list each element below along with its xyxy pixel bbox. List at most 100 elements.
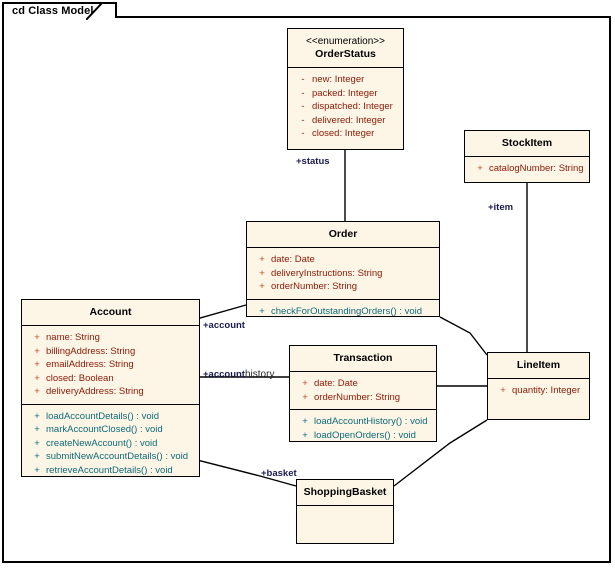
attribute-row: + deliveryAddress: String (24, 385, 197, 399)
class-box-order-status[interactable]: <<enumeration>> OrderStatus - new: Integ… (287, 28, 404, 150)
operation-text: markAccountClosed() : void (46, 424, 163, 435)
attribute-row: - delivered: Integer (290, 114, 401, 128)
attribute-text: deliveryInstructions: String (271, 267, 383, 279)
operation-text: loadOpenOrders() : void (314, 429, 416, 441)
class-header-order: Order (247, 222, 439, 247)
visibility-marker: + (34, 464, 40, 476)
relationship-label-account: +account (203, 320, 245, 331)
operation-text: submitNewAccountDetails() : void (46, 451, 189, 462)
attribute-text: name: String (46, 332, 100, 343)
visibility-marker: + (259, 267, 265, 279)
class-header-account: Account (22, 300, 199, 325)
class-attributes-line-item: + quantity: Integer (488, 378, 589, 403)
attribute-text: new: Integer (312, 74, 365, 85)
class-box-transaction[interactable]: Transaction + date: Date + orderNumber: … (289, 345, 437, 442)
attribute-text: closed: Integer (312, 128, 375, 139)
visibility-marker: + (302, 378, 308, 389)
attribute-text: quantity: Integer (512, 385, 581, 396)
class-operations-account: + loadAccountDetails() : void + markAcco… (22, 403, 199, 483)
relationship-label-text: +status (296, 156, 330, 167)
relationship-label-account-history: +accounthistory (203, 369, 274, 380)
attribute-text: emailAddress: String (46, 359, 134, 370)
operation-row: + loadOpenOrders() : void (292, 429, 434, 443)
class-operations-transaction: + loadAccountHistory() : void + loadOpen… (290, 409, 436, 447)
attribute-text: packed: Integer (312, 87, 378, 99)
attribute-row: + closed: Boolean (24, 372, 197, 386)
attribute-text: orderNumber: String (271, 281, 358, 292)
frame-tab-slant-icon (86, 2, 104, 20)
class-title: LineItem (516, 359, 561, 371)
relationship-label-text: +basket (261, 468, 297, 479)
relationship-label-text: +item (488, 202, 514, 213)
visibility-marker: + (259, 254, 265, 265)
relationship-label-text: +account (203, 320, 245, 331)
class-operations-order: + checkForOutstandingOrders() : void (247, 298, 439, 324)
visibility-marker: + (34, 451, 40, 462)
attribute-row: - packed: Integer (290, 87, 401, 101)
operation-text: createNewAccount() : void (46, 437, 158, 449)
relationship-label-item: +item (488, 202, 513, 213)
visibility-marker: + (34, 359, 40, 370)
visibility-marker: - (301, 87, 305, 99)
attribute-row: + date: Date (249, 253, 437, 267)
class-title: OrderStatus (315, 48, 376, 60)
class-stereotype: <<enumeration>> (306, 36, 385, 47)
visibility-marker: + (500, 385, 506, 396)
visibility-marker: + (34, 332, 40, 343)
class-attributes-transaction: + date: Date + orderNumber: String (290, 371, 436, 409)
relationship-label-status: +status (296, 156, 330, 167)
operation-text: checkForOutstandingOrders() : void (271, 305, 423, 317)
relationship-label-suffix: history (244, 369, 275, 380)
visibility-marker: + (302, 429, 308, 441)
visibility-marker: - (301, 74, 305, 85)
operation-text: loadAccountHistory() : void (314, 416, 428, 427)
visibility-marker: + (34, 345, 40, 357)
operation-row: + createNewAccount() : void (24, 437, 197, 451)
visibility-marker: + (34, 437, 40, 449)
visibility-marker: - (301, 128, 305, 139)
attribute-text: date: Date (271, 254, 315, 265)
class-box-order[interactable]: Order + date: Date + deliveryInstruction… (246, 221, 440, 317)
attribute-row: + catalogNumber: String (467, 162, 587, 176)
class-attributes-shopping-basket (297, 505, 393, 556)
class-box-line-item[interactable]: LineItem + quantity: Integer (487, 352, 590, 420)
visibility-marker: + (34, 386, 40, 397)
class-header-shopping-basket: ShoppingBasket (297, 480, 393, 505)
relationship-label-text: +account (203, 369, 245, 380)
visibility-marker: + (259, 281, 265, 292)
class-title: ShoppingBasket (303, 486, 387, 498)
operation-row: + markAccountClosed() : void (24, 423, 197, 437)
class-box-stock-item[interactable]: StockItem + catalogNumber: String (464, 130, 590, 183)
visibility-marker: + (34, 424, 40, 435)
class-box-account[interactable]: Account + name: String + billingAddress:… (21, 299, 200, 477)
operation-row: + submitNewAccountDetails() : void (24, 450, 197, 464)
class-title: Account (89, 306, 132, 318)
attribute-text: delivered: Integer (312, 114, 386, 126)
class-header-line-item: LineItem (488, 353, 589, 378)
class-title: StockItem (501, 137, 553, 149)
connector-order-lineitem (439, 316, 488, 356)
attribute-text: orderNumber: String (314, 391, 401, 403)
attribute-row: - closed: Integer (290, 127, 401, 141)
visibility-marker: - (301, 114, 305, 126)
relationship-label-basket: +basket (261, 468, 297, 479)
attribute-row: + date: Date (292, 377, 434, 391)
visibility-marker: + (259, 305, 265, 317)
visibility-marker: + (477, 163, 483, 174)
class-attributes-account: + name: String + billingAddress: String … (22, 325, 199, 404)
diagram-frame-tab: cd Class Model (2, 2, 118, 18)
attribute-text: dispatched: Integer (312, 101, 393, 112)
class-title: Transaction (333, 352, 393, 364)
attribute-row: + quantity: Integer (490, 384, 587, 398)
visibility-marker: + (302, 391, 308, 403)
operation-row: + loadAccountHistory() : void (292, 415, 434, 429)
class-header-transaction: Transaction (290, 346, 436, 371)
connector-basket-lineitem (393, 419, 488, 487)
class-box-shopping-basket[interactable]: ShoppingBasket (296, 479, 394, 544)
attribute-row: + name: String (24, 331, 197, 345)
class-attributes-order-status: - new: Integer - packed: Integer - dispa… (288, 67, 403, 146)
attribute-row: - dispatched: Integer (290, 100, 401, 114)
attribute-text: catalogNumber: String (489, 163, 584, 174)
class-attributes-order: + date: Date + deliveryInstructions: Str… (247, 247, 439, 299)
attribute-text: closed: Boolean (46, 372, 114, 384)
